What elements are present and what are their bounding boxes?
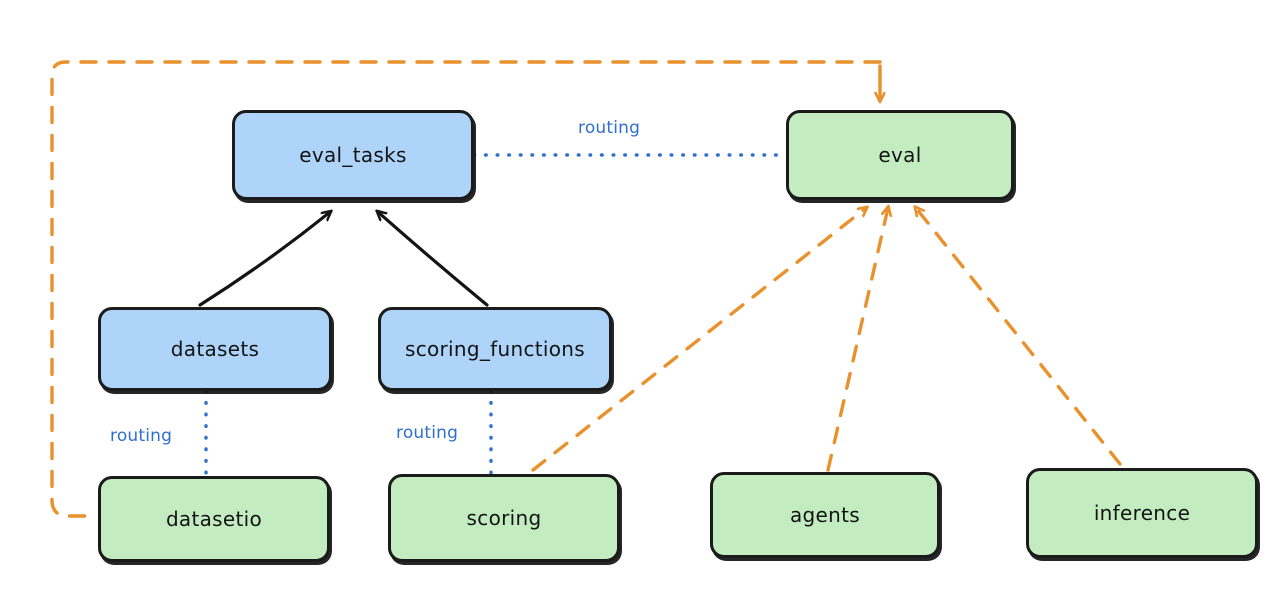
edge-label-scoring-functions-to-scoring: routing <box>396 423 459 443</box>
node-scoring-functions-label: scoring_functions <box>404 337 586 361</box>
edge-inference-to-eval <box>916 208 1122 466</box>
node-datasets[interactable]: datasets <box>98 307 332 391</box>
edge-label-eval-tasks-to-eval: routing <box>578 118 641 138</box>
edge-datasets-to-eval-tasks <box>198 212 330 307</box>
node-agents[interactable]: agents <box>710 472 940 558</box>
node-scoring[interactable]: scoring <box>388 474 620 562</box>
edge-label-datasets-to-datasetio: routing <box>110 426 173 446</box>
node-eval-label: eval <box>878 143 922 167</box>
edge-agents-to-eval <box>826 208 888 472</box>
node-inference-label: inference <box>1093 501 1191 525</box>
node-datasetio-label: datasetio <box>165 507 263 531</box>
node-scoring-functions[interactable]: scoring_functions <box>378 307 612 391</box>
node-datasetio[interactable]: datasetio <box>98 476 330 562</box>
node-agents-label: agents <box>790 503 860 527</box>
node-eval-tasks[interactable]: eval_tasks <box>232 110 474 200</box>
edge-scoring-functions-to-eval-tasks <box>378 212 489 307</box>
node-eval[interactable]: eval <box>786 110 1014 200</box>
node-datasets-label: datasets <box>170 337 260 361</box>
node-inference[interactable]: inference <box>1026 468 1258 558</box>
node-scoring-label: scoring <box>466 506 542 530</box>
edge-scoring-to-eval <box>531 208 866 472</box>
node-eval-tasks-label: eval_tasks <box>299 143 407 167</box>
edge-eval-to-datasetio <box>50 60 882 518</box>
